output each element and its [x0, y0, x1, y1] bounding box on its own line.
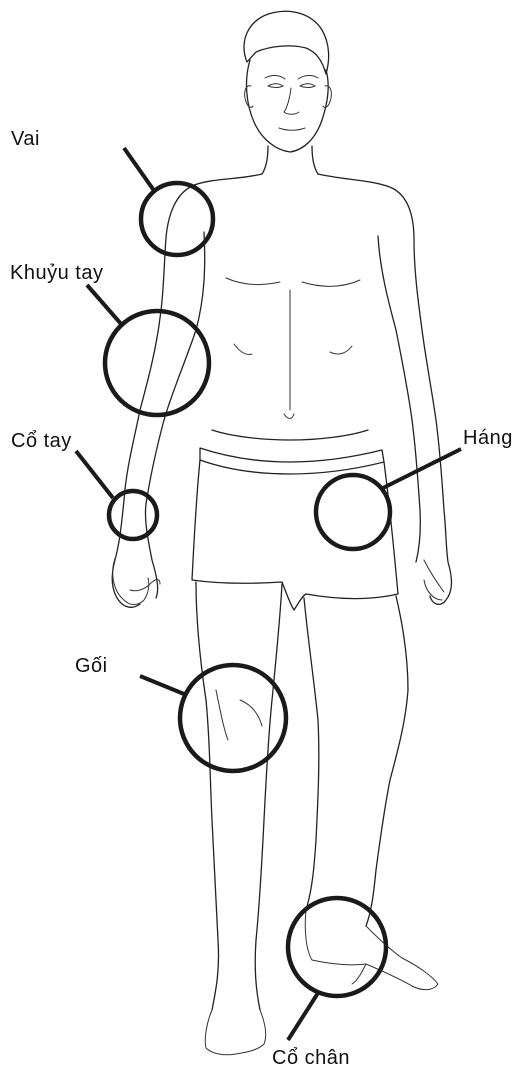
human-figure — [112, 11, 451, 1054]
ankle-label: Cổ chân — [272, 1047, 350, 1069]
wrist-label: Cổ tay — [11, 430, 72, 452]
elbow-label: Khuỷu tay — [10, 262, 103, 284]
knee-leader — [140, 676, 184, 694]
elbow-ring — [105, 311, 209, 415]
elbow-leader — [87, 285, 122, 325]
hip-ring — [316, 475, 390, 549]
knee-label: Gối — [75, 655, 108, 677]
wrist-leader — [76, 451, 113, 498]
wrist-ring — [109, 491, 157, 539]
hip-label: Háng — [463, 427, 513, 449]
shoulder-label: Vai — [11, 128, 40, 150]
ankle-leader — [288, 993, 318, 1040]
shoulder-ring — [141, 183, 213, 255]
ankle-ring — [288, 898, 386, 996]
shoulder-leader — [124, 148, 155, 192]
hip-leader — [383, 449, 461, 488]
